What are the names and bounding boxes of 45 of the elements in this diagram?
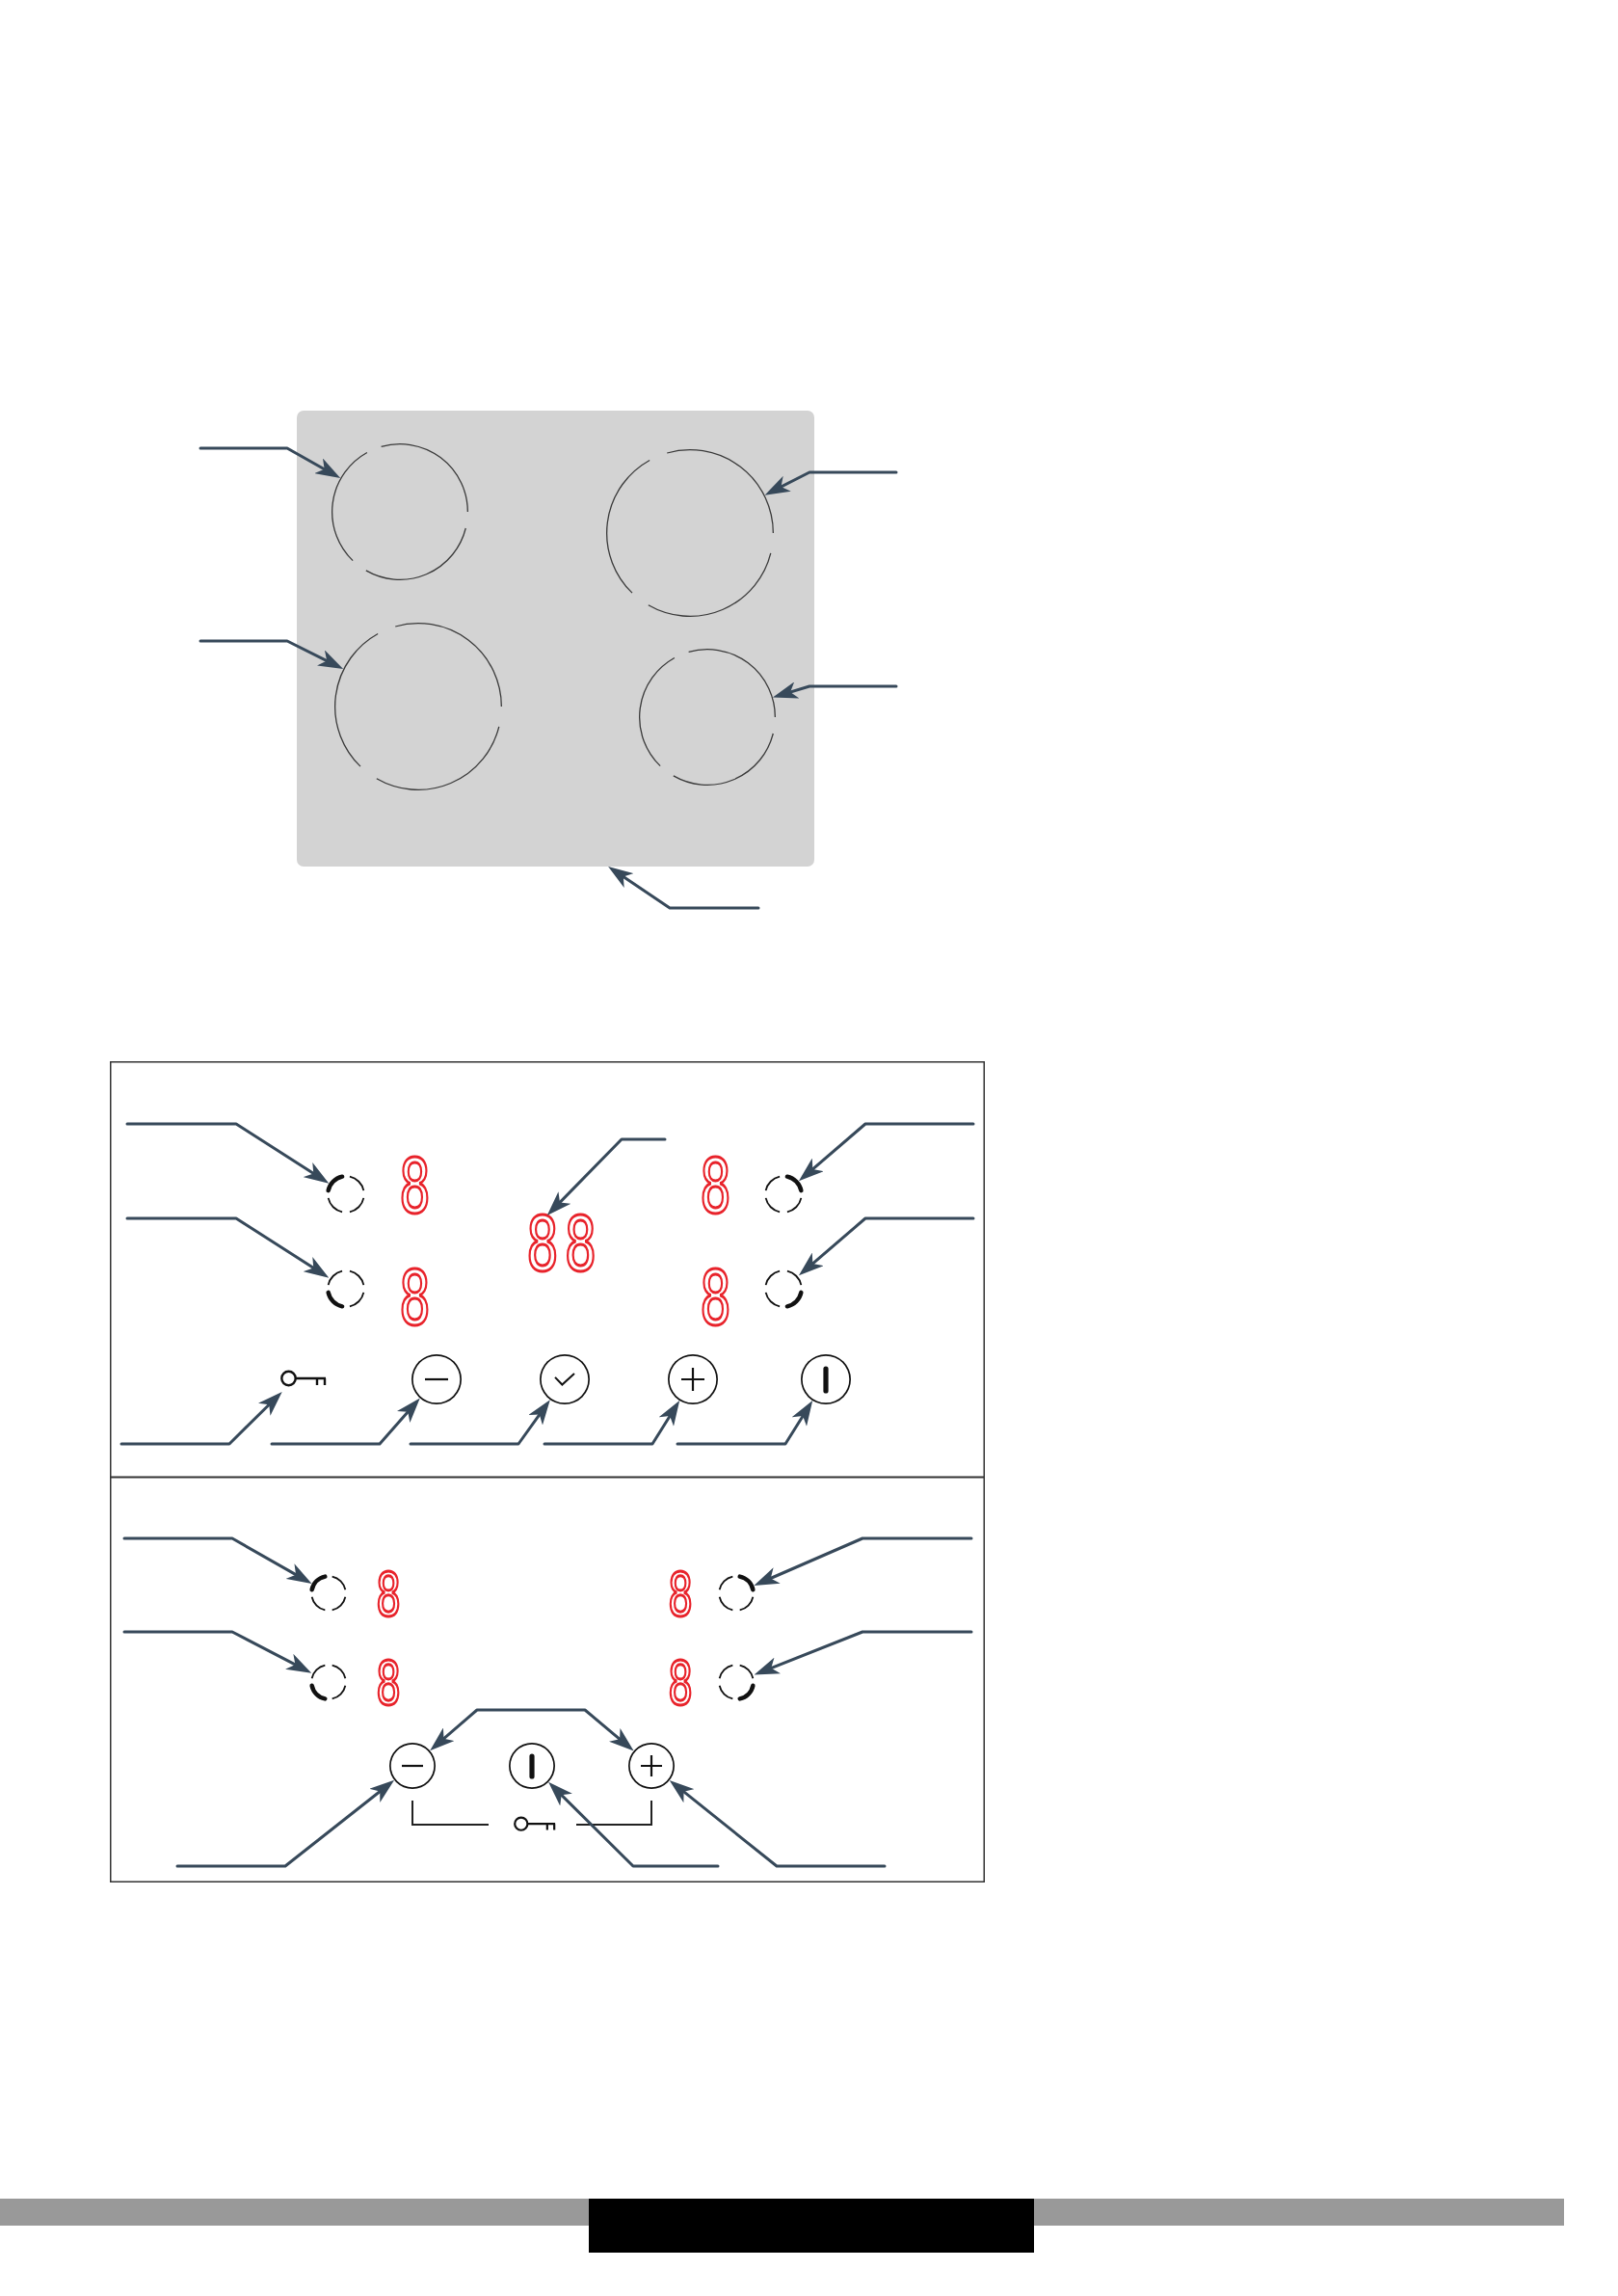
power-button <box>509 1743 555 1789</box>
leader-line <box>199 446 341 479</box>
minus-button <box>389 1743 436 1789</box>
leader-line <box>608 867 760 910</box>
leader-line <box>546 1137 667 1216</box>
leader-line <box>798 1122 975 1182</box>
zone-indicator-icon <box>717 1574 756 1613</box>
zone-indicator-icon <box>326 1268 366 1309</box>
leader-line <box>122 1630 312 1673</box>
cooking-zone <box>639 649 776 786</box>
leader-line <box>772 681 898 699</box>
cooktop-surface <box>297 411 814 867</box>
leader-line <box>798 1216 975 1276</box>
leader-line <box>764 470 898 495</box>
cooking-zone <box>334 623 502 790</box>
leader-line <box>754 1536 973 1586</box>
leader-line <box>548 1781 720 1868</box>
leader-line <box>409 1400 550 1446</box>
leader-line <box>754 1630 973 1675</box>
leader-line <box>175 1779 395 1868</box>
leader-line <box>669 1779 887 1868</box>
leader-line <box>122 1536 312 1585</box>
leader-line <box>199 639 344 670</box>
zone-indicator-icon <box>309 1663 348 1701</box>
zone-indicator-icon <box>309 1574 348 1613</box>
cooking-zone <box>606 449 774 617</box>
leader-line <box>676 1401 813 1446</box>
leader-line <box>119 1391 282 1446</box>
zone-indicator-icon <box>326 1174 366 1215</box>
power-button <box>801 1354 851 1404</box>
leader-line <box>270 1398 420 1446</box>
leader-line <box>125 1122 330 1184</box>
plus-button <box>628 1743 675 1789</box>
control-panel <box>110 1061 985 1478</box>
zone-indicator-icon <box>717 1663 756 1701</box>
plus-button <box>668 1354 718 1404</box>
double-headed-arrow <box>430 1708 634 1751</box>
check-button <box>540 1354 590 1404</box>
zone-indicator-icon <box>763 1268 804 1309</box>
zone-indicator-icon <box>763 1174 804 1215</box>
control-panel <box>110 1477 985 1882</box>
leader-line <box>125 1216 330 1278</box>
minus-button <box>411 1354 462 1404</box>
leader-line <box>543 1401 680 1446</box>
cooking-zone <box>332 443 468 580</box>
